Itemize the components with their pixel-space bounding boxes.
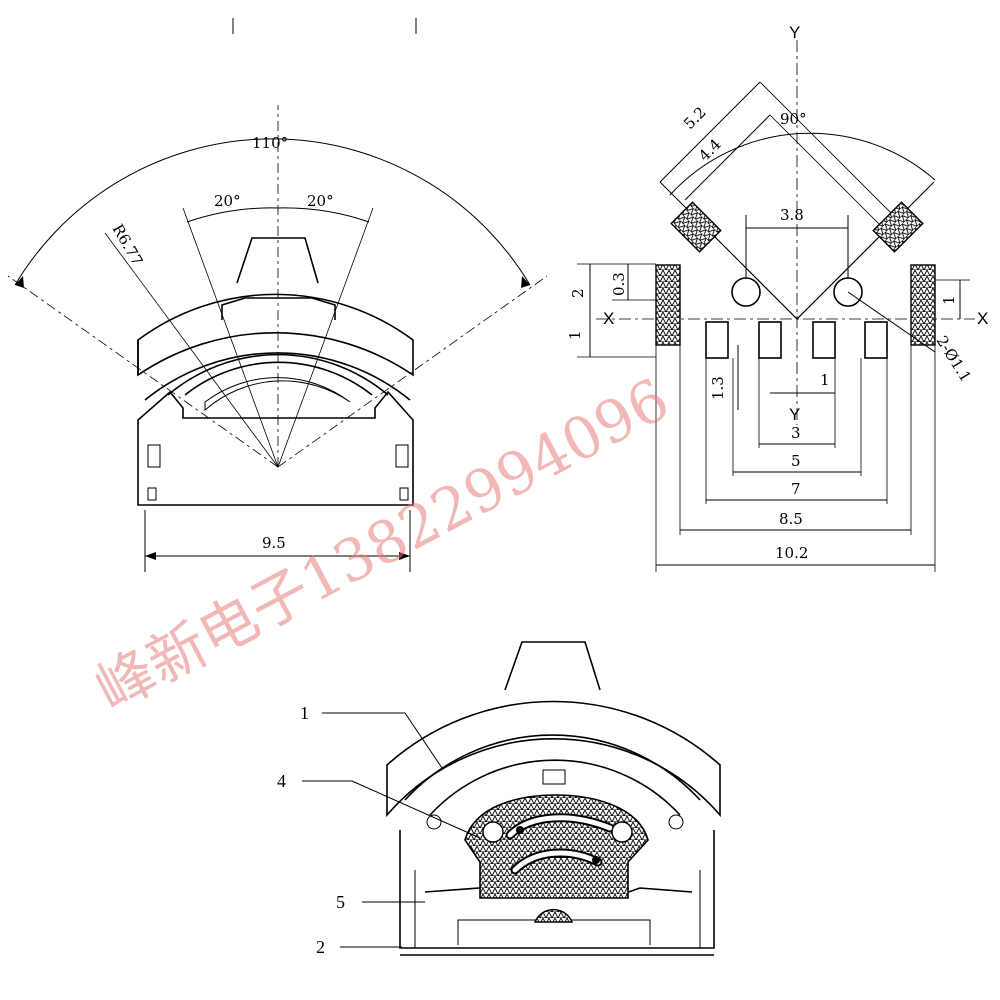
right-view: Y Y X X [566, 23, 988, 572]
dim-label-5: 5 [791, 452, 801, 470]
angle-label-20-left: 20° [214, 192, 241, 210]
inner-arc [429, 759, 681, 816]
outer-arc-band [386, 700, 721, 818]
angle-arc-90 [669, 132, 936, 196]
base-body [399, 830, 715, 949]
callout-leader-1 [322, 712, 443, 769]
angle-label-20-right: 20° [307, 192, 334, 210]
contact-pad-diag-left [670, 201, 722, 253]
x-axis-label-left: X [603, 309, 614, 328]
pin-1 [705, 321, 729, 359]
slot-path [204, 377, 351, 412]
watermark: 峰新电子13822994096 [85, 365, 680, 725]
dim-line-4-4 [684, 114, 771, 201]
dim-label-10-2: 10.2 [775, 544, 808, 562]
resistive-element [464, 794, 649, 899]
dim-label-7: 7 [791, 480, 801, 498]
slot-arc-inner [184, 361, 373, 396]
dim-label-1-center: 1 [820, 371, 830, 389]
y-axis-label-bottom: Y [789, 405, 800, 424]
dim-label-0-3: 0.3 [610, 272, 628, 296]
hole-spec-label: 2-Ø1.1 [933, 333, 975, 386]
callout-label-4: 4 [277, 771, 286, 791]
slot-arc-outer [167, 353, 389, 396]
pin-2 [758, 321, 782, 359]
callout-label-1: 1 [300, 703, 309, 723]
radial-line-right-outer [277, 275, 548, 468]
pin-4 [864, 321, 888, 359]
contact-pad-side-right [910, 264, 936, 346]
angle-arc-110 [14, 138, 531, 286]
knob-top [236, 237, 319, 284]
callout-label-5: 5 [336, 892, 345, 912]
dim-label-4-4: 4.4 [695, 135, 725, 165]
y-axis-label-top: Y [789, 23, 800, 42]
side-notch-right [395, 444, 409, 468]
dim-label-8-5: 8.5 [779, 510, 803, 528]
wiper-contact [533, 908, 574, 923]
outer-arc-band [137, 293, 414, 377]
x-axis-label-right: X [977, 309, 988, 328]
callout-leader-4 [302, 780, 481, 839]
dim-line-5-2 [659, 81, 761, 183]
knob-top [504, 641, 601, 691]
left-view: 110° 20° 20° R6.77 9.5 [7, 105, 548, 572]
radial-line-left-outer [7, 275, 279, 468]
dim-label-5-2: 5.2 [680, 103, 710, 133]
dim-label-1-right: 1 [940, 295, 958, 305]
dim-label-3: 3 [791, 424, 801, 442]
angle-label-90: 90° [780, 110, 807, 128]
dim-label-1-left: 1 [566, 330, 584, 340]
contact-pad-side-left [655, 264, 681, 346]
bottom-view: 1 4 5 2 [277, 641, 721, 957]
inner-arc [144, 352, 411, 401]
angle-arc-20-left [186, 207, 279, 223]
width-label-9-5: 9.5 [262, 534, 286, 552]
dim-label-2: 2 [569, 288, 587, 298]
dim-label-3-8: 3.8 [780, 206, 804, 224]
contact-pad-diag-right [872, 201, 924, 253]
pin-3 [812, 321, 836, 359]
dim-label-1-3: 1.3 [709, 376, 727, 400]
callout-label-2: 2 [316, 937, 325, 957]
base-body [137, 390, 414, 506]
angle-label-110: 110° [252, 134, 288, 152]
mounting-hole-left [731, 277, 761, 307]
side-notch-left [147, 444, 161, 468]
radial-line-r [104, 232, 279, 468]
angle-arc-20-right [277, 207, 370, 223]
